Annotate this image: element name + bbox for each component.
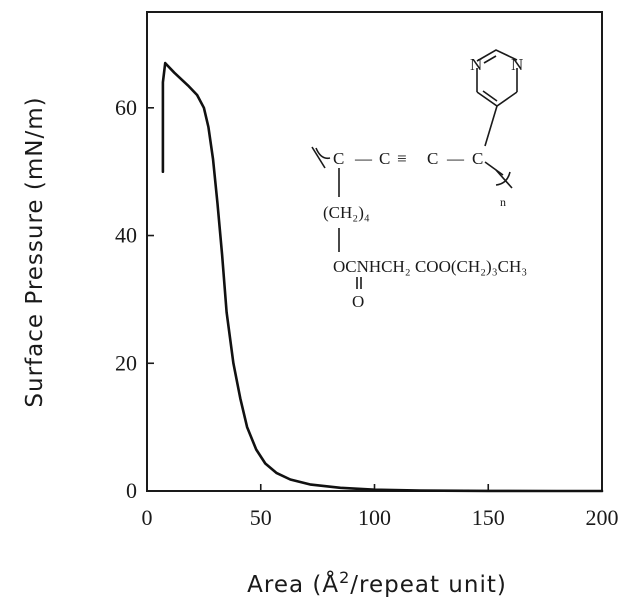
backbone-c1: C [333, 149, 344, 168]
backbone-bond2: — [446, 149, 465, 168]
backbone-triple-bond: ≡ [397, 149, 407, 168]
pyrimidine-ring: N N [470, 49, 523, 147]
backbone-c3: C [427, 149, 438, 168]
y-tick-label: 0 [126, 478, 137, 503]
backbone-bond1: — [354, 149, 373, 168]
x-tick-label: 100 [358, 505, 391, 530]
carbonyl-oxygen: O [352, 292, 364, 311]
plot-frame [146, 11, 603, 492]
backbone-c4: C [472, 149, 483, 168]
pyrimidine-nitrogen-left: N [470, 55, 482, 74]
x-tick-label: 200 [586, 505, 619, 530]
repeat-subscript: n [500, 195, 506, 209]
side-chain-methylene: (CH₂)₄ [323, 203, 370, 222]
chemical-structure: N N C — C ≡ C — C n (CH₂)₄ OCNHCH₂ COO(C… [311, 49, 527, 311]
y-tick-label: 40 [115, 223, 137, 248]
x-axis-title: Area (Å2/repeat unit) [247, 568, 507, 599]
side-chain-ester: OCNHCH₂ COO(CH₂)₃CH₃ [333, 257, 527, 276]
x-tick-label: 50 [250, 505, 272, 530]
x-tick-label: 0 [142, 505, 153, 530]
backbone-c2: C [379, 149, 390, 168]
x-tick-label: 150 [472, 505, 505, 530]
x-axis-ticks: 0 50 100 150 200 [142, 484, 619, 530]
side-chain: (CH₂)₄ OCNHCH₂ COO(CH₂)₃CH₃ O [323, 168, 527, 311]
y-tick-label: 60 [115, 95, 137, 120]
y-axis-title: Surface Pressure (mN/m) [22, 96, 48, 407]
backbone: C — C ≡ C — C n [311, 146, 513, 209]
isotherm-curve [161, 61, 604, 493]
y-tick-label: 20 [115, 350, 137, 375]
y-axis-ticks: 0 20 40 60 [115, 95, 154, 503]
pyrimidine-nitrogen-right: N [511, 55, 523, 74]
